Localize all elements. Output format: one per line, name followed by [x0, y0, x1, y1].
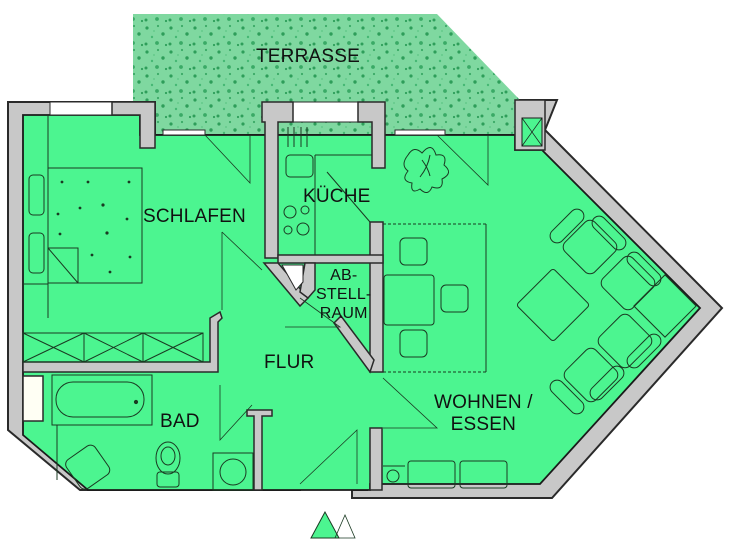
- wall-pillars: [111, 99, 546, 259]
- room-label-flur: FLUR: [264, 352, 315, 373]
- abstellraum-line-2: STELL-: [316, 286, 372, 304]
- room-label-abstellraum: AB- STELL- RAUM: [316, 266, 371, 324]
- bed: [23, 115, 143, 318]
- bath-fixtures: [51, 374, 254, 491]
- dining-area: [383, 223, 488, 373]
- room-label-kueche: KÜCHE: [303, 186, 371, 207]
- door-swings: [204, 134, 489, 485]
- room-label-terrasse: TERRASSE: [256, 46, 361, 67]
- abstell-void: [281, 264, 304, 291]
- abstellraum-line-1: AB-: [330, 267, 358, 284]
- wohnen-line-1: WOHNEN /: [434, 392, 533, 413]
- room-label-bad: BAD: [160, 411, 200, 432]
- interior-walls: [22, 221, 384, 491]
- plant-icon: [403, 147, 449, 193]
- windows: [49, 101, 446, 136]
- wohnen-line-2: ESSEN: [450, 413, 517, 435]
- sofa-set: [516, 208, 697, 415]
- wardrobe: [22, 332, 204, 363]
- bed-pattern: [56, 180, 132, 274]
- entrance-arrow-icon: [310, 510, 356, 539]
- terrace-area: [133, 14, 520, 135]
- abstellraum-line-3: RAUM: [319, 305, 368, 323]
- bad-cabinet: [22, 375, 44, 422]
- room-label-schlafen: SCHLAFEN: [143, 206, 246, 227]
- kitchen-fixtures: [283, 127, 372, 255]
- room-label-wohnen: WOHNEN / ESSEN: [434, 392, 533, 436]
- sideboard: [383, 460, 508, 489]
